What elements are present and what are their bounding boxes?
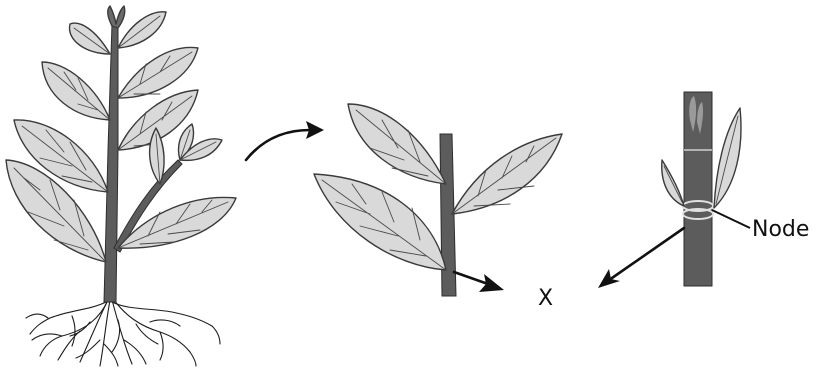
stem-leaflet (714, 108, 741, 208)
label-x: X (538, 286, 553, 311)
stem-leaflet (662, 160, 684, 206)
plant-leaf (42, 62, 110, 120)
stem-segment (598, 92, 750, 288)
plant-leaf (118, 12, 166, 48)
plant-leaf (118, 47, 198, 98)
node-leader-line (712, 210, 750, 228)
plant-top-bud (108, 6, 125, 28)
transition-arrow (246, 121, 324, 160)
label-node: Node (752, 217, 809, 242)
whole-plant (6, 6, 236, 366)
plant-leaf (69, 23, 110, 54)
cutting-leaf (452, 134, 562, 214)
plant-roots (26, 300, 220, 366)
arrow-node-to-x (598, 228, 684, 288)
cutting-leaf (348, 104, 446, 184)
cutting-leaf (314, 174, 446, 270)
cutting (314, 104, 562, 296)
arrow-to-x (454, 272, 504, 292)
